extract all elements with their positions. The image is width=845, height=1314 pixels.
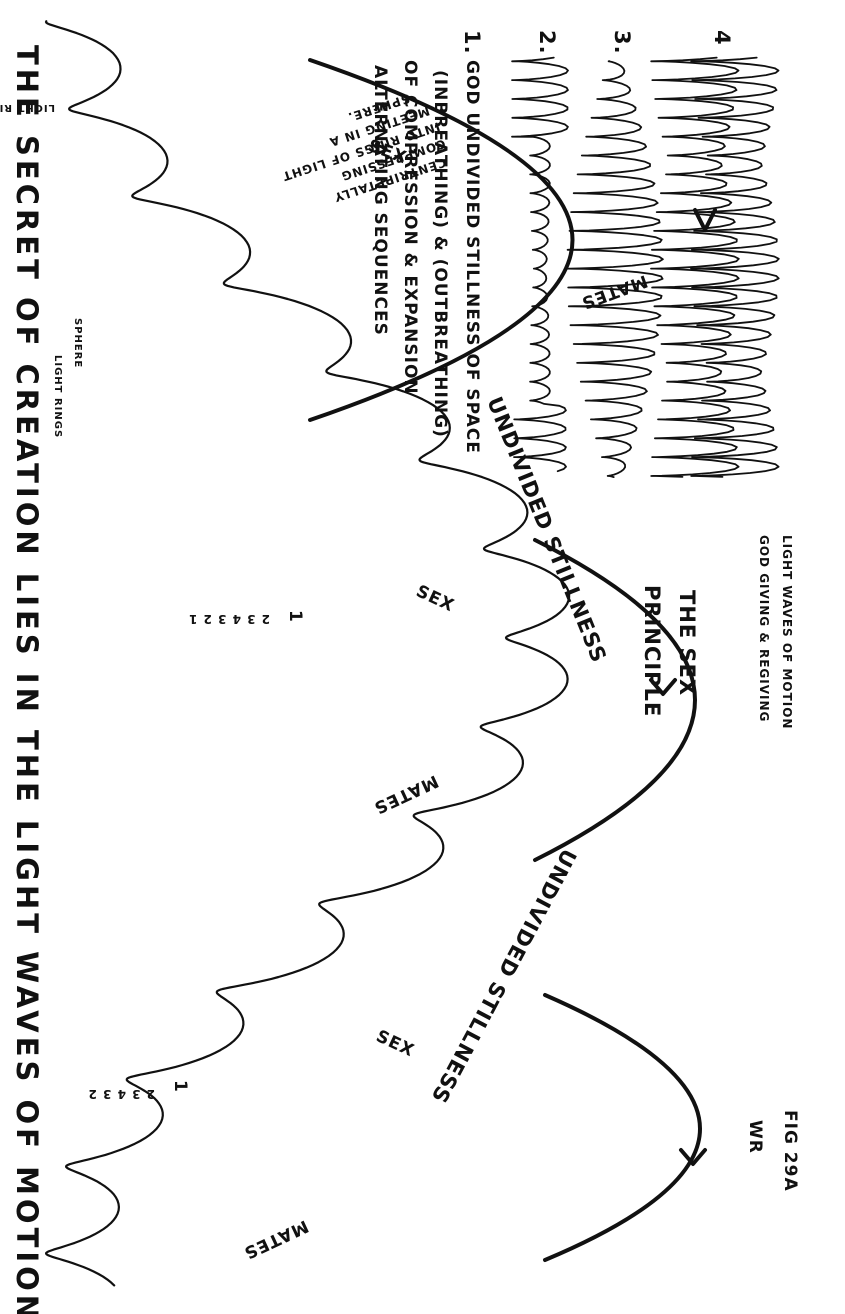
legend-text-1: GOD UNDIVIDED STILLNESS OF SPACE <box>462 60 482 454</box>
alt-heading-line-3: (INBREATHING) & (OUTBREATHING) <box>430 70 450 438</box>
diagram-title: THE SECRET OF CREATION LIES IN THE LIGHT… <box>10 45 44 1314</box>
sphere-label: SPHERE <box>72 318 83 368</box>
right-arc-sex: SEX <box>373 1026 418 1061</box>
center-label-line-2: PRINCIPLE <box>640 585 664 717</box>
numbers-right-row: 2 3 4 3 2 <box>88 1087 155 1101</box>
legend-num-2: 2. <box>535 30 559 55</box>
center-label-line-1: THE SEX <box>675 590 699 696</box>
legend-num-3: 3. <box>610 30 634 55</box>
figure-number: FIG 29A <box>780 1110 800 1192</box>
legend-num-4: 4 <box>710 30 734 46</box>
mid-arc-sex: SEX <box>413 581 458 616</box>
numbers-right-top: 1 <box>170 1080 190 1093</box>
alt-heading-line-2: OF COMPRESSION & EXPANSION <box>400 60 420 395</box>
numbers-mid-row: 2 3 4 3 2 1 <box>188 612 270 626</box>
light-rings-label: LIGHT RINGS <box>0 102 55 113</box>
legend-num-1: 1. <box>460 30 484 55</box>
legend-coil-3 <box>567 61 663 477</box>
legend-coil-2 <box>512 58 568 472</box>
caption-line-2: LIGHT WAVES OF MOTION <box>780 535 794 729</box>
light-rings-label-2: LIGHT RINGS <box>52 355 63 438</box>
band-text-left: UNDIVIDED STILLNESS <box>482 393 611 666</box>
right-arc <box>545 995 700 1260</box>
caption-line-1: GOD GIVING & REGIVING <box>757 535 771 722</box>
signature: WR <box>745 1120 765 1154</box>
left-arc-text: CENTRIPETALLY COMPRESSING INTO RINGS OF … <box>269 85 453 218</box>
band-text-right: UNDIVIDED STILLNESS <box>426 845 581 1108</box>
legend-samples <box>512 58 779 478</box>
numbers-mid-top: 1 <box>285 610 305 623</box>
right-arc-mates: MATES <box>240 1215 311 1262</box>
alt-heading-line-1: ALTERNATING SEQUENCES <box>370 65 390 336</box>
